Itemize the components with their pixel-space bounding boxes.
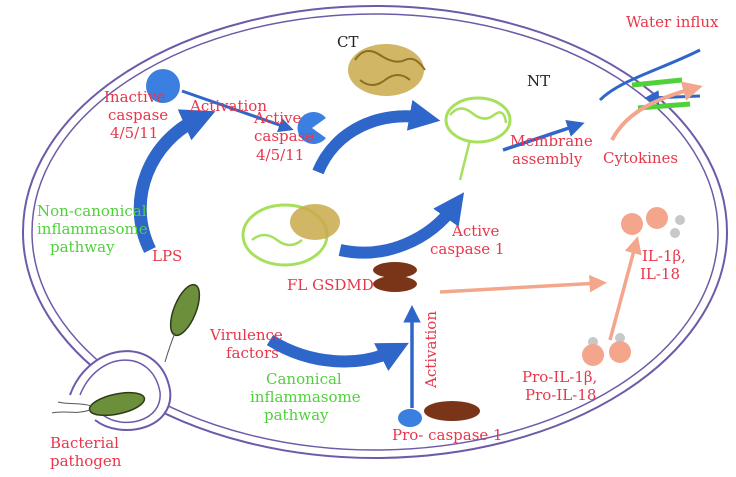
- active-caspase1-icon: [373, 262, 417, 292]
- bacterium-icon: [164, 283, 201, 363]
- active-caspase-icon: [297, 112, 326, 144]
- mature-cytokines-icon: [621, 207, 685, 238]
- nt-label: NT: [527, 72, 550, 90]
- fl-gsdmd-label: FL GSDMD: [287, 276, 374, 294]
- cytokine-arrows: [439, 236, 642, 341]
- pro-caspase1-label: Pro- caspase 1: [392, 426, 503, 444]
- active-caspase1-line1: Active: [451, 222, 500, 240]
- water-influx-label: Water influx: [626, 13, 719, 31]
- bacterium-icon: [51, 391, 146, 417]
- inactive-caspase-line1: Inactive: [104, 88, 165, 106]
- ct-protein-icon: [348, 44, 426, 96]
- active-caspase-line3: 4/5/11: [256, 146, 304, 164]
- membrane-assembly-line2: assembly: [512, 150, 583, 168]
- canonical-line1: Canonical: [266, 370, 342, 388]
- active-caspase1-line2: caspase 1: [430, 240, 504, 258]
- virulence-line1: Virulence: [209, 326, 283, 344]
- bacterial-line2: pathogen: [50, 452, 122, 470]
- pro-il-line1: Pro-IL-1β,: [522, 368, 597, 386]
- fl-gsdmd-protein-icon: [241, 203, 340, 267]
- il-line2: IL-18: [640, 265, 680, 283]
- inactive-caspase-line3: 4/5/11: [110, 124, 158, 142]
- pro-caspase1-icon: [398, 401, 480, 427]
- noncanonical-line1: Non-canonical: [37, 202, 147, 220]
- canonical-line3: pathway: [264, 406, 329, 424]
- activation-top-label: Activation: [189, 97, 267, 115]
- pro-cytokines-icon: [582, 333, 631, 366]
- cell-membrane: [22, 5, 728, 459]
- active-caspase-line2: caspase: [254, 127, 314, 145]
- bacterial-line1: Bacterial: [50, 434, 119, 452]
- cytokines-label: Cytokines: [603, 149, 678, 167]
- thin-arrows: [181, 89, 585, 408]
- ct-label: CT: [337, 33, 358, 51]
- canonical-line2: inflammasome: [250, 388, 361, 406]
- il-line1: IL-1β,: [642, 247, 686, 265]
- flow-arrows: [133, 99, 465, 372]
- virulence-line2: factors: [226, 344, 279, 362]
- noncanonical-line2: inflammasome: [37, 220, 148, 238]
- membrane-assembly-line1: Membrane: [510, 132, 593, 150]
- bacterial-invagination: [69, 350, 172, 431]
- inactive-caspase-icon: [146, 69, 180, 103]
- activation-vertical-label: Activation: [422, 311, 440, 389]
- lps-label: LPS: [152, 247, 182, 265]
- nt-protein-icon: [444, 96, 512, 181]
- active-caspase-line1: Active: [253, 109, 302, 127]
- pro-il-line2: Pro-IL-18: [525, 386, 596, 404]
- membrane-pore-icon: [598, 48, 703, 141]
- inactive-caspase-line2: caspase: [108, 106, 168, 124]
- noncanonical-line3: pathway: [50, 238, 115, 256]
